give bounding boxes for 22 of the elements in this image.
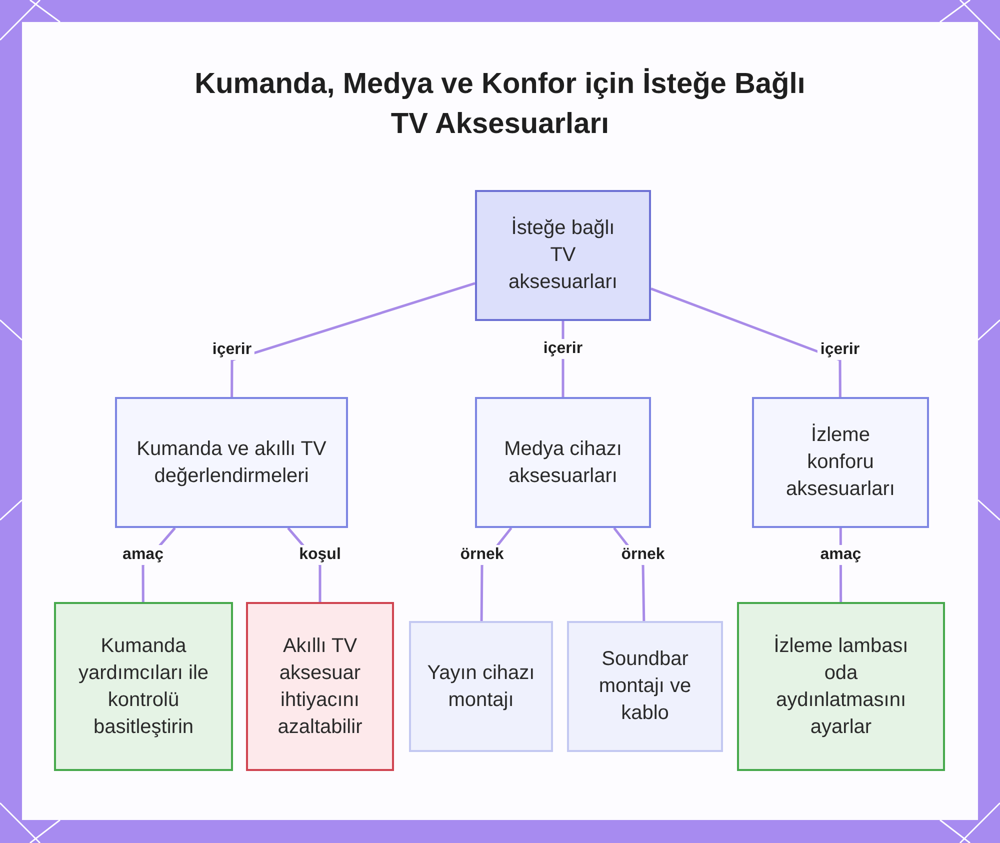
concept-box <box>475 190 651 321</box>
node-text: İzleme konforu aksesuarları <box>785 422 896 502</box>
concept-box <box>246 602 394 771</box>
node-text: Medya cihazı aksesuarları <box>503 436 623 488</box>
node-text: Yayın cihazı montajı <box>426 660 536 712</box>
node-text: Kumanda ve akıllı TV değerlendirmeleri <box>136 436 328 488</box>
edge-label: amaç <box>120 545 166 565</box>
diagram-title: Kumanda, Medya ve Konfor için İsteğe Bağlı TV Aksesuarları <box>194 67 806 142</box>
connector-line <box>230 282 476 397</box>
node-text: İsteğe bağlı TV aksesuarları <box>508 216 618 295</box>
concept-box <box>567 621 723 752</box>
concept-box <box>54 602 233 771</box>
node-text: İzleme lambası oda aydınlatmasını ayarlar <box>772 634 910 740</box>
node-text: Akıllı TV aksesuar ihtiyacını azaltabilir <box>276 634 364 740</box>
concept-box <box>115 397 348 528</box>
concept-box <box>409 621 553 752</box>
node-text: Soundbar montajı ve kablo <box>598 647 692 726</box>
concept-box <box>475 397 651 528</box>
connector-line <box>650 288 842 397</box>
node-text: Kumanda yardımcıları ile kontrolü basitleştirin <box>77 634 210 740</box>
concept-box <box>752 397 929 528</box>
concept-box <box>737 602 945 771</box>
